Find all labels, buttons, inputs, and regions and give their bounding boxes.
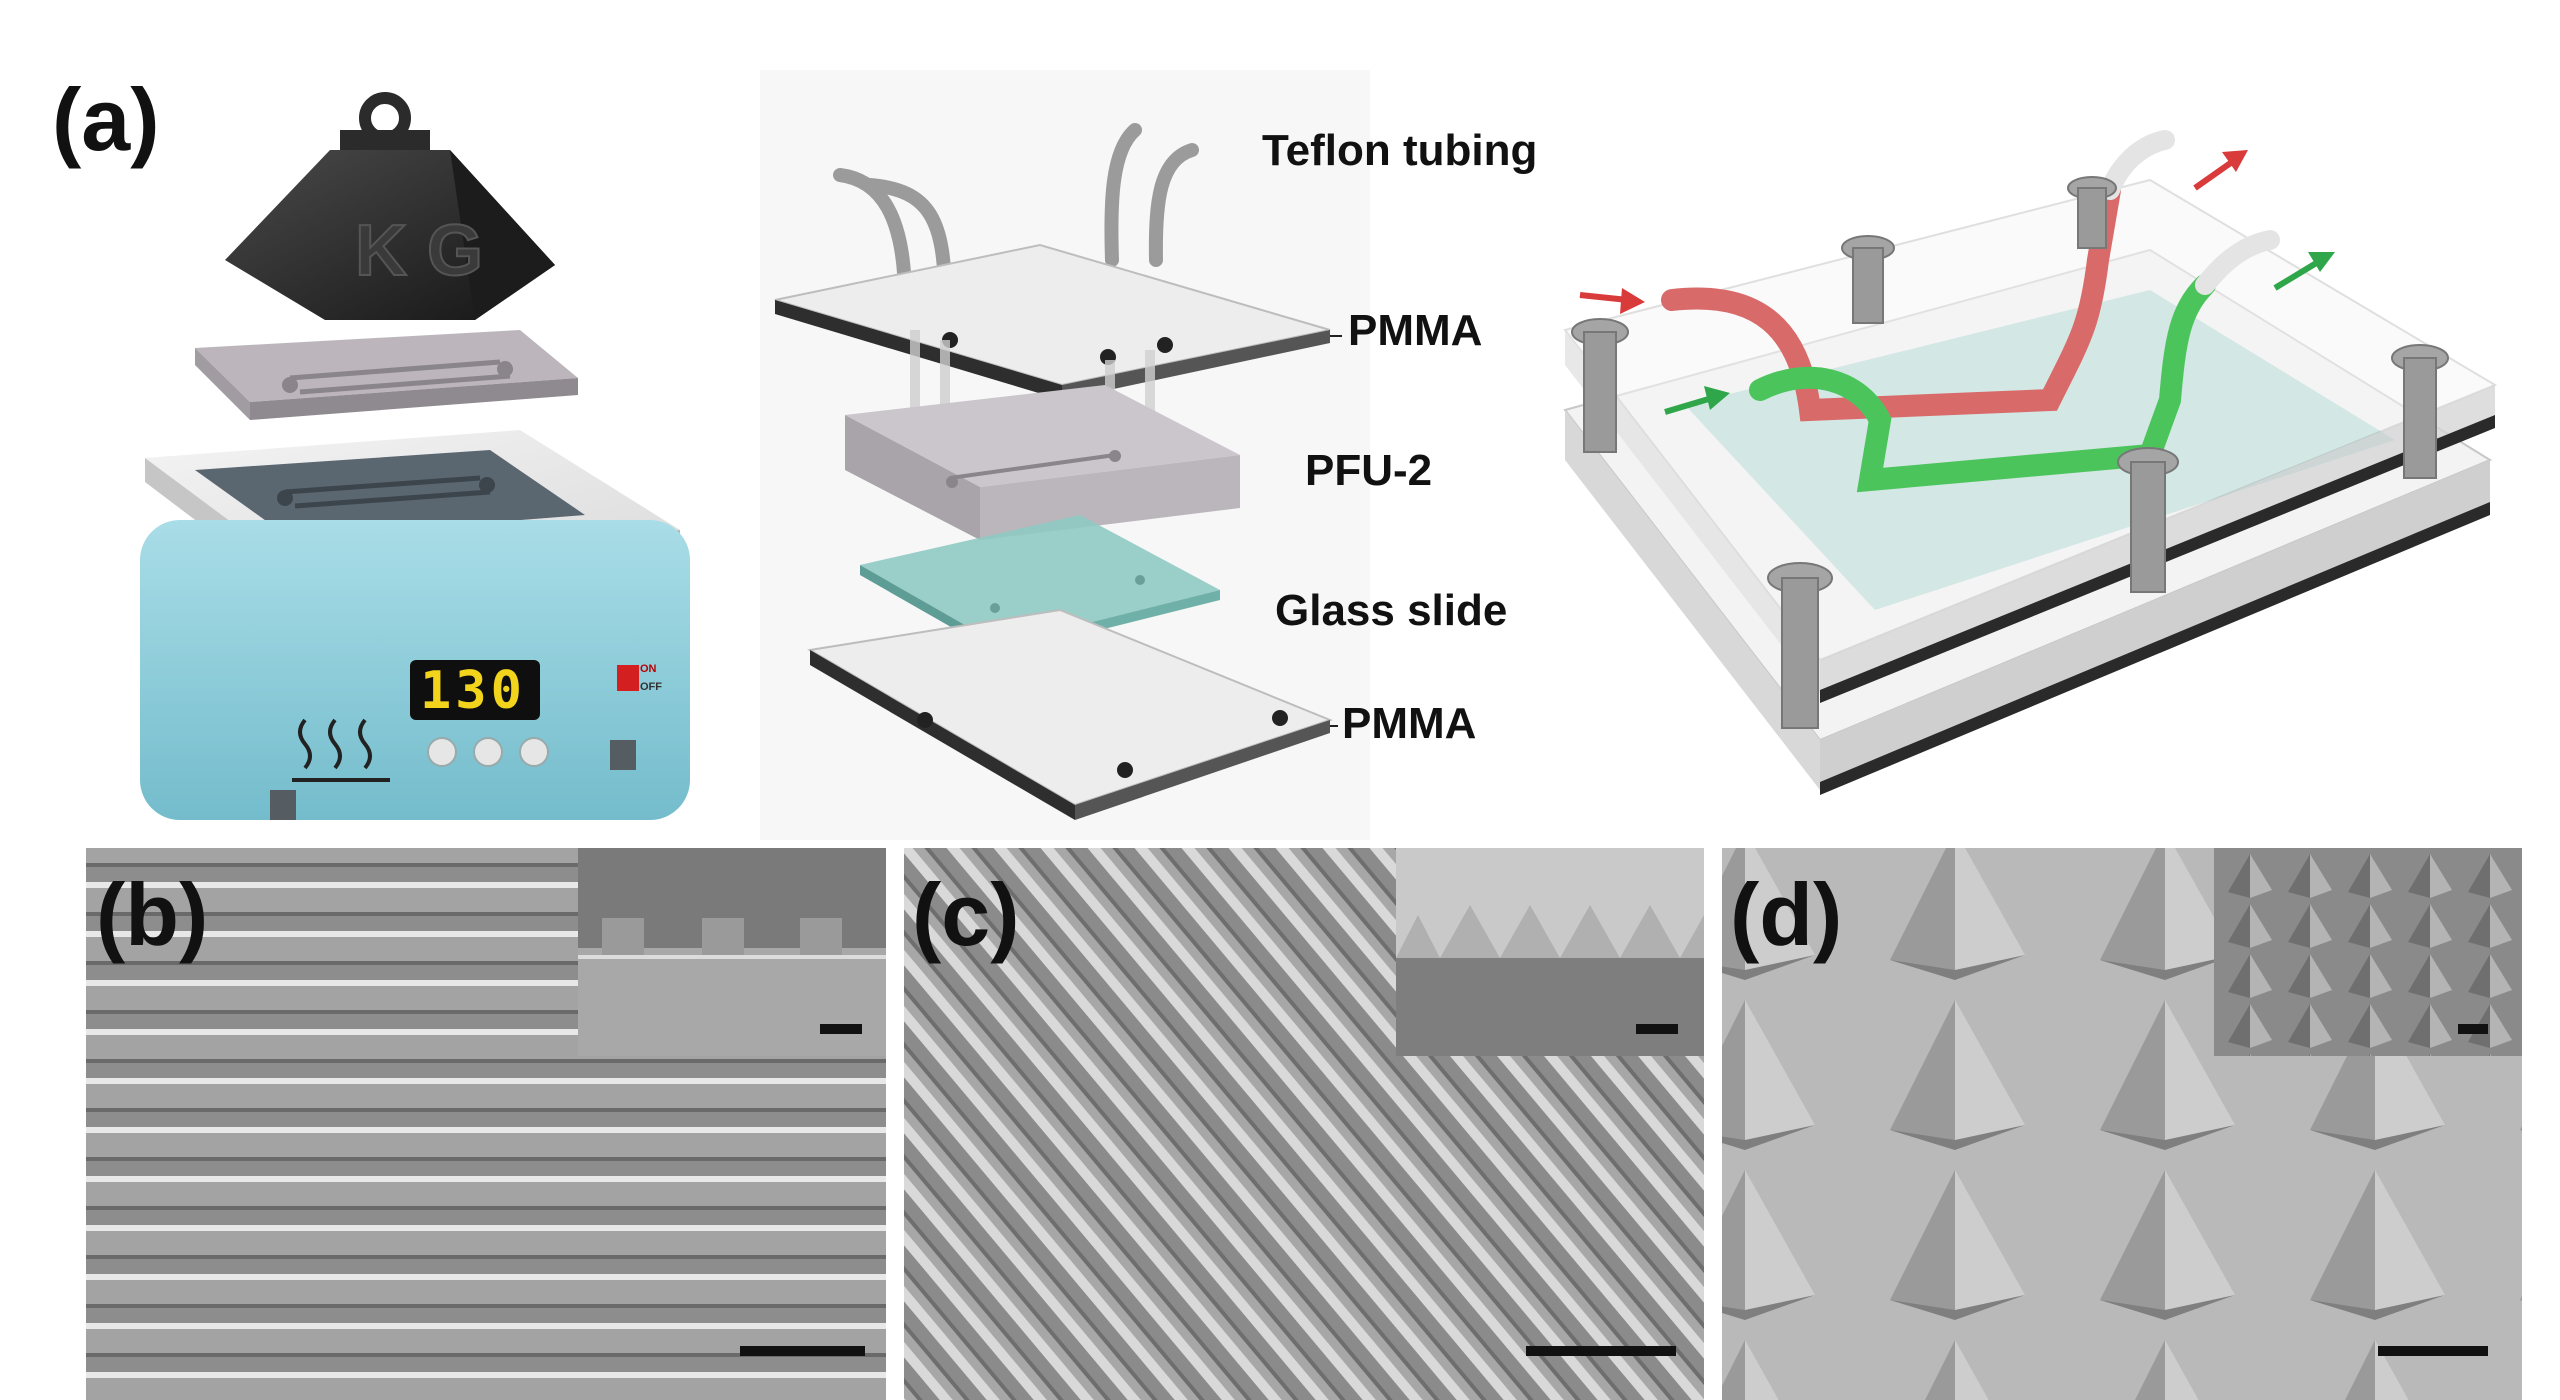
inset-scale-bar-d [2458,1024,2488,1034]
panel-letter-d: (d) [1730,865,1842,964]
exploded-stack-illustration: Teflon tubing PMMA PFU-2 [760,70,1537,840]
panel-letter-a: (a) [52,70,160,169]
power-switch [617,665,639,691]
inset-scale-bar-c [1636,1024,1678,1034]
stamp-plate [195,330,578,420]
control-knob-2 [473,737,503,767]
heater-base: 130 ON OFF [140,520,690,820]
weight-label: K G [355,211,483,291]
weight-icon: K G [225,92,555,320]
control-knob-3 [519,737,549,767]
sem-panel-b: (b) [86,848,886,1400]
temperature-display [410,660,540,720]
panel-letter-b: (b) [96,865,208,964]
label-glass-slide: Glass slide [1275,586,1507,635]
assembled-device-illustration [1563,130,2498,795]
inlet-arrow-green-icon [1664,386,1730,415]
scale-bar-d [2378,1346,2488,1356]
sem-panel-d: (d) [1722,848,2522,1400]
panel-letter-c: (c) [912,865,1020,964]
heat-icon [292,718,390,782]
outlet-arrow-red-icon [2193,150,2248,191]
inset-scale-bar-b [820,1024,862,1034]
outlet-arrow-green-icon [2273,252,2335,291]
inset-d [2214,848,2522,1056]
scale-bar-c [1526,1346,1676,1356]
inlet-arrow-red-icon [1579,288,1645,314]
hot-press-illustration: (a) K G [52,70,690,820]
label-top-pmma: PMMA [1348,306,1482,355]
bottom-pmma-plate [807,608,1333,820]
label-bottom-pmma: PMMA [1342,699,1476,748]
switch-on-label: ON [640,663,657,675]
label-teflon-tubing: Teflon tubing [1262,126,1537,175]
label-pfu2: PFU-2 [1305,446,1432,495]
pfu2-film [845,385,1240,540]
scale-bar-b [740,1346,865,1356]
sem-panel-c: (c) [904,848,1704,1400]
screws [1571,176,2449,729]
switch-off-label: OFF [640,681,662,693]
control-knob-1 [427,737,457,767]
flow-channel-green [1749,230,2280,493]
temperature-display-value: 130 [420,661,526,721]
